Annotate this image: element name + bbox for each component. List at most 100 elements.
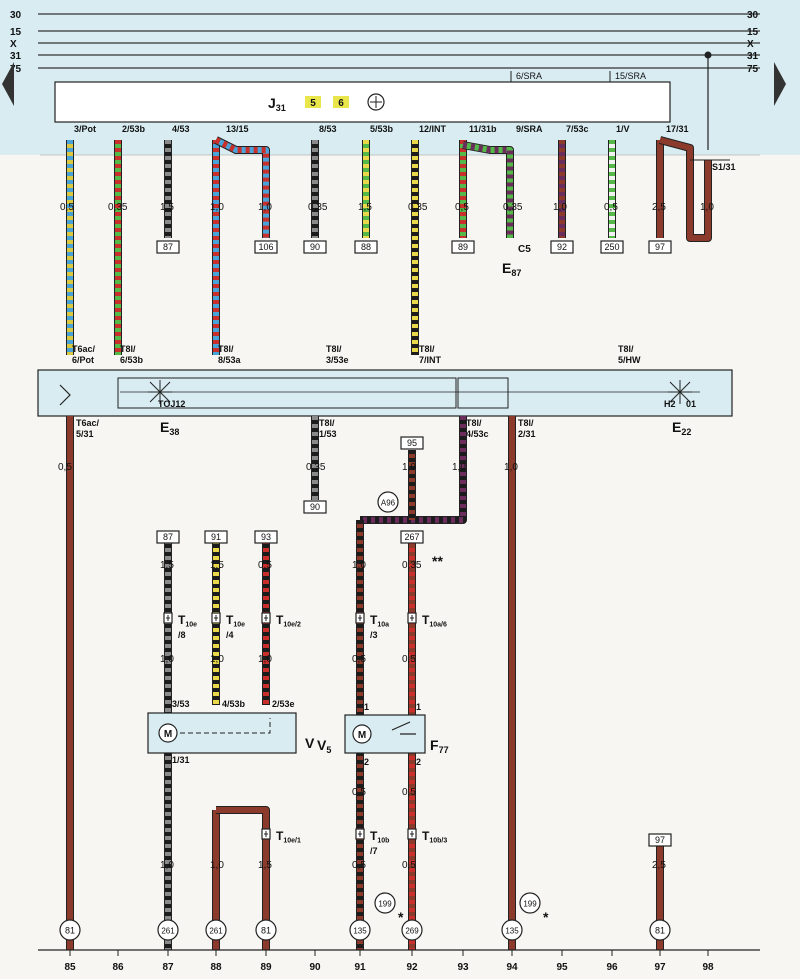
bus-label-right-30: 30 — [747, 10, 759, 21]
column-number: 85 — [64, 962, 76, 973]
connector-suffix: /4 — [226, 630, 234, 640]
module-j31-bottom-pin: 1/V — [616, 124, 630, 134]
wire-size-label: 0,5 — [352, 787, 366, 798]
ground-reference-circle-label: 81 — [65, 926, 75, 936]
ground-reference-circle-label: 81 — [655, 926, 665, 936]
wire-size-label: 1,0 — [504, 462, 518, 473]
reference-box-label: 90 — [310, 502, 320, 512]
connector-icon-mark — [410, 831, 414, 837]
connector-icon-mark — [410, 615, 414, 621]
switch-box — [37, 369, 733, 417]
module-j31-bottom-pin: 11/31b — [469, 124, 497, 134]
wire-size-label: 0,35 — [408, 202, 428, 213]
wire-4-53c-stripe — [360, 416, 466, 523]
switch-bottom-pin: 1/53 — [319, 429, 337, 439]
switch-top-pin: 3/53e — [326, 355, 349, 365]
switch-bottom-pin: 5/31 — [76, 429, 94, 439]
reference-box-label: 92 — [557, 242, 567, 252]
previous-page-arrow-icon[interactable] — [2, 62, 14, 106]
switch-top-pin: T8l/ — [618, 344, 634, 354]
ground-reference-circle-label: 269 — [405, 927, 419, 936]
e22-label: E22 — [672, 419, 691, 437]
connector-label: T10a — [370, 613, 389, 629]
potentiometer-icon — [59, 384, 71, 406]
reference-box-label: 88 — [361, 242, 371, 252]
motor-v-switch — [180, 718, 271, 734]
lamp-icon — [148, 380, 172, 404]
connector-icon-mark — [214, 615, 218, 621]
wire-size-label: 1,0 — [160, 860, 174, 871]
wire-size-label: 0,5 — [60, 202, 74, 213]
switch-bottom-pin: 4/53c — [466, 429, 489, 439]
ground-reference-circle-label: 81 — [261, 926, 271, 936]
reference-box — [451, 240, 475, 254]
wire-size-label: 0,5 — [604, 202, 618, 213]
module-j31-bottom-pin: 4/53 — [172, 124, 190, 134]
wire-size-label: 0,5 — [455, 202, 469, 213]
double-star-note: ** — [432, 553, 443, 569]
module-j31-badge-text: 6 — [338, 98, 344, 109]
switch-e22-inner — [457, 377, 509, 409]
reference-box-label: 93 — [261, 532, 271, 542]
reference-box-label: 95 — [407, 438, 417, 448]
column-number: 86 — [112, 962, 124, 973]
module-j31-top-pin: 6/SRA — [516, 71, 542, 81]
ground-reference-circle-label: 261 — [209, 927, 223, 936]
module-j31-box — [54, 81, 671, 123]
column-number: 96 — [606, 962, 618, 973]
reference-box — [303, 500, 327, 514]
switch-top-pin: T8l/ — [419, 344, 435, 354]
ground-reference-circle-label: 135 — [353, 927, 367, 936]
wire-size-label: 0,35 — [503, 202, 523, 213]
note-199-marker — [519, 892, 541, 914]
ground-reference-circle-label: 135 — [505, 927, 519, 936]
next-page-arrow-icon[interactable] — [774, 62, 786, 106]
connector-label: T10e/1 — [276, 829, 301, 845]
module-j31-bottom-pin: 2/53b — [122, 124, 146, 134]
reference-box — [648, 240, 672, 254]
column-number: 92 — [406, 962, 418, 973]
wire-size-label: 1,0 — [258, 202, 272, 213]
switch-f77-label: F77 — [430, 737, 449, 755]
star-note: * — [398, 909, 404, 925]
e87-connector-label: C5 — [518, 244, 531, 255]
reference-box-label: 91 — [211, 532, 221, 542]
column-number: 93 — [457, 962, 469, 973]
reference-box — [303, 240, 327, 254]
wire-size-label: 1,0 — [258, 654, 272, 665]
wire-e87-outline — [462, 141, 514, 238]
bus-label-left-15: 15 — [10, 27, 22, 38]
connector-suffix: /7 — [370, 846, 378, 856]
wire-size-label: 0,35 — [308, 202, 328, 213]
reference-box — [156, 530, 180, 544]
reference-box — [254, 240, 278, 254]
connector-icon-mark — [358, 831, 362, 837]
reference-box — [648, 833, 672, 847]
relay-symbol-icon — [367, 93, 385, 111]
ground-reference-circle — [205, 919, 227, 941]
column-number: 97 — [654, 962, 666, 973]
module-j31-bottom-pin: 13/15 — [226, 124, 249, 134]
module-j31-bottom-pin: 5/53b — [370, 124, 394, 134]
motor-icon — [158, 723, 178, 743]
module-j31-label: J31 — [268, 95, 286, 113]
motor-pin-label: 2 — [364, 757, 369, 767]
reference-box — [354, 240, 378, 254]
motor-icon-text: M — [358, 730, 366, 741]
module-j31-bottom-pin: 8/53 — [319, 124, 337, 134]
wire-88-loop — [216, 807, 269, 950]
module-j31-badge — [305, 96, 321, 108]
wire-size-label: 1,5 — [210, 560, 224, 571]
switch-label-h2: H2 — [664, 399, 676, 409]
note-199-marker-label: 199 — [378, 900, 392, 909]
switch-top-pin: T8l/ — [120, 344, 136, 354]
reference-box — [600, 240, 624, 254]
wire-size-label: 1,0 — [402, 462, 416, 473]
wire-size-label: 0,35 — [108, 202, 128, 213]
motor-icon-text: M — [164, 729, 172, 740]
wire-size-label: 0,5 — [402, 654, 416, 665]
switch-top-pin: 7/INT — [419, 355, 442, 365]
a96-marker — [377, 491, 399, 513]
switch-bottom-pin: T8l/ — [518, 418, 534, 428]
